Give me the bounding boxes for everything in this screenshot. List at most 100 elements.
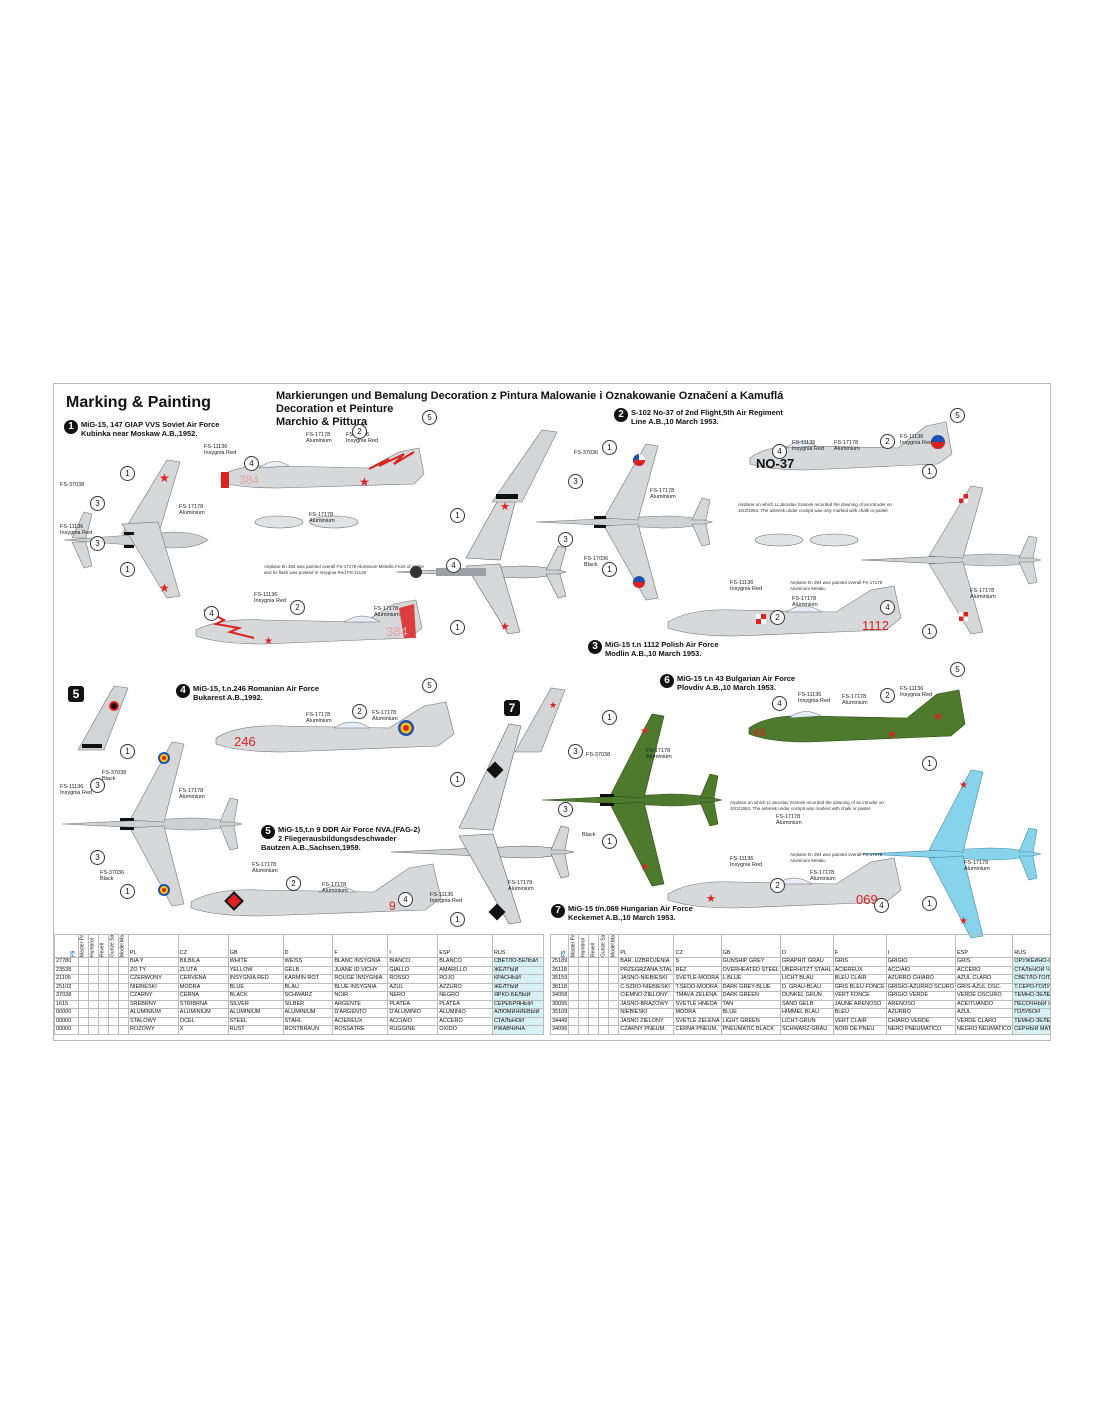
col-header-humbrol: Humbrol	[578, 934, 589, 958]
paint-brand-cell	[107, 957, 119, 967]
color-name-cell: PLATEA	[437, 999, 493, 1009]
color-name-cell: AZZURO	[437, 982, 493, 992]
color-name-cell: RUGGINE	[387, 1025, 439, 1035]
paint-brand-cell	[578, 982, 590, 992]
color-name-cell: ŽLUTÁ	[177, 965, 229, 975]
paint-brand-cell	[588, 1008, 600, 1018]
callout-number: 1	[450, 912, 465, 927]
color-name-cell: LICHT-GRÜN	[779, 1016, 834, 1026]
callout-number: 5	[950, 408, 965, 423]
paint-brand-cell	[608, 965, 620, 975]
scheme-line: Kubinka near Moskaw A.B.,1952.	[81, 429, 198, 438]
tail-number: 069	[856, 892, 878, 907]
paint-brand-cell	[568, 974, 580, 984]
color-name-cell: SILVER	[227, 999, 284, 1009]
paint-brand-cell	[598, 974, 610, 984]
callout-number: 1	[602, 440, 617, 455]
lang-title-line: Markierungen und Bemalung Decoration z P…	[276, 390, 784, 402]
paint-brand-cell	[77, 999, 89, 1009]
scheme-line: Line A.B.,10 March 1953.	[631, 417, 719, 426]
color-name-cell: BLUE INSYGNIA	[332, 982, 389, 992]
color-name-cell: CZARNY	[127, 991, 179, 1001]
callout-number: 1	[602, 834, 617, 849]
color-name-cell: L.BLUE	[720, 974, 781, 984]
color-name-cell: X	[177, 1025, 229, 1035]
color-name-cell: BIA Y	[127, 957, 179, 967]
callout-number: 5	[422, 678, 437, 693]
scheme-line: MiG-15, 147 GIAP VVS Soviet Air Force	[81, 420, 220, 429]
color-name-cell: MODRÁ	[673, 1008, 722, 1018]
color-name-cell: BLEU CLAIR	[832, 974, 887, 984]
callout-number: 3	[568, 744, 583, 759]
callout-number: 1	[602, 562, 617, 577]
paint-brand-cell	[87, 1025, 99, 1035]
paint-brand-cell	[77, 974, 89, 984]
callout-number: 3	[568, 474, 583, 489]
scheme-line: Bukarest A.B.,1992.	[193, 693, 263, 702]
color-name-cell: JASNO-BRĄZOWY	[618, 999, 675, 1009]
color-name-cell: ЯРКО-БЕЛЫЙ	[491, 991, 545, 1001]
color-name-cell: СВЕТЛО-ГОЛУБОЙ	[1012, 974, 1050, 984]
paint-brand-cell	[568, 982, 580, 992]
paint-brand-cell	[77, 965, 89, 975]
paint-brand-cell	[588, 957, 600, 967]
color-name-cell: TMAVÁ ZELENÁ	[673, 991, 722, 1001]
fs-code-cell: 34449	[549, 1016, 570, 1026]
paint-brand-cell	[117, 1008, 129, 1018]
paint-brand-cell	[87, 957, 99, 967]
color-name-cell: GRIGIO	[885, 957, 957, 967]
scheme-number: 7	[551, 904, 565, 918]
fs-code-cell: 27780	[54, 957, 79, 967]
color-name-cell: СТАЛЬНОЙ ЧЕРНЫЙ	[1012, 965, 1050, 975]
paint-brand-cell	[97, 957, 109, 967]
callout-number: 5	[422, 410, 437, 425]
col-header-esp: ESP	[954, 934, 1014, 958]
fs-code-cell: 25189	[549, 957, 570, 967]
col-header-fs: FS	[54, 934, 79, 958]
lang-title-line: Decoration et Peinture	[276, 403, 394, 415]
color-name-cell: ACCIAIO	[885, 965, 957, 975]
color-name-cell: NOIR	[332, 991, 389, 1001]
color-name-cell: MODRÁ	[177, 982, 229, 992]
paint-brand-cell	[97, 982, 109, 992]
callout-number: 3	[558, 802, 573, 817]
plane-side-view-bulgarian: 43 ★ ★	[748, 689, 966, 743]
paint-brand-cell	[87, 1016, 99, 1026]
callout-number: 2	[770, 610, 785, 625]
callout-number: 2	[880, 434, 895, 449]
paint-brand-cell	[608, 1008, 620, 1018]
color-name-cell: GRIGIO-AZURRO SCURO	[885, 982, 957, 992]
callout-number: 3	[90, 778, 105, 793]
color-name-cell: GRAPHIT GRAU	[779, 957, 834, 967]
scheme-badge-5: 5	[68, 686, 84, 702]
paint-brand-cell	[117, 965, 129, 975]
callout-number: 2	[286, 876, 301, 891]
callout-number: 1	[450, 508, 465, 523]
color-name-cell: CZERWONY	[127, 974, 179, 984]
paint-brand-cell	[598, 1008, 610, 1018]
note: Airplane t/n 384 was painted overall FS-…	[790, 580, 883, 591]
note: Airplane on which Lt.Jaroslav Sramek rec…	[738, 502, 892, 513]
scheme-number: 5	[261, 825, 275, 839]
paint-brand-cell	[77, 1008, 89, 1018]
color-name-cell: DARK GREY-BLUE	[720, 982, 781, 992]
paint-brand-cell	[598, 999, 610, 1009]
color-name-cell: ŻÓ TY	[127, 965, 179, 975]
color-name-cell: ROSTBRAUN	[282, 1025, 334, 1035]
color-name-cell: NEGRO NEUMATICO	[954, 1025, 1014, 1035]
color-name-cell: AMARILLO	[437, 965, 493, 975]
scheme-number: 3	[588, 640, 602, 654]
